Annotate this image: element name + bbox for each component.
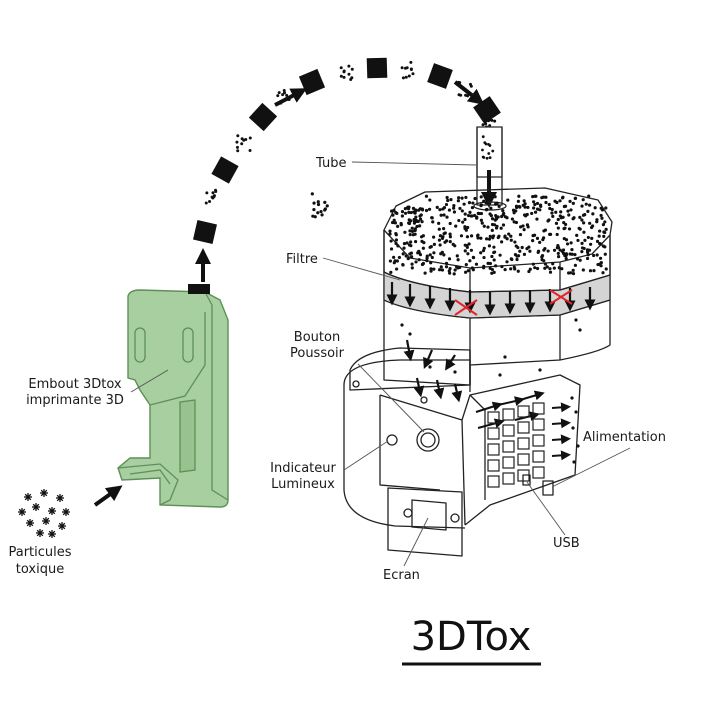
label-ecran: Ecran (383, 568, 420, 583)
label-tube: Tube (315, 156, 346, 171)
tube-segment (193, 220, 217, 244)
toxic-particle (48, 530, 56, 538)
label-embout-line2: imprimante 3D (26, 393, 124, 408)
toxic-particles (18, 489, 70, 538)
device-body (343, 127, 613, 557)
toxic-particle (40, 489, 48, 497)
vent-grille (487, 402, 545, 488)
tube-segment (211, 156, 239, 184)
particle-cluster (310, 192, 329, 219)
particle-group (204, 188, 218, 205)
label-usb: USB (553, 536, 580, 551)
toxic-particle (18, 508, 26, 516)
tube-flow-arrow (453, 80, 485, 105)
tube-segment (248, 102, 278, 132)
blocked-mark-2 (549, 289, 573, 305)
toxic-particle (36, 529, 44, 537)
label-embout-line1: Embout 3Dtox (28, 377, 121, 392)
label-indicateur-line2: Lumineux (271, 477, 335, 492)
label-particules-line1: Particules (8, 545, 71, 560)
label-filtre: Filtre (286, 252, 318, 267)
particle-group (339, 64, 354, 81)
leader-lines (130, 161, 631, 567)
push-button (416, 428, 440, 452)
lid-particles (388, 194, 608, 377)
usb-port (522, 474, 531, 486)
tube-pipe (476, 126, 503, 178)
diagram-title: 3DTox (411, 614, 532, 660)
led-indicator (386, 434, 398, 446)
label-alimentation: Alimentation (583, 430, 666, 445)
power-port (542, 480, 554, 496)
toxic-particle (48, 507, 56, 515)
tube-airflow-path (193, 57, 503, 244)
tube-segment (427, 63, 453, 89)
mouthpiece-3d-printed (117, 284, 229, 508)
particle-group (400, 60, 415, 80)
filter-blocked-marks (454, 289, 573, 316)
toxic-particle (42, 517, 50, 525)
flow-arrows (386, 282, 596, 464)
toxic-particle (32, 503, 40, 511)
inflow-arrow (93, 485, 123, 507)
label-particules-line2: toxique (16, 562, 64, 577)
tube-segment (298, 68, 326, 96)
label-indicateur-line1: Indicateur (270, 461, 336, 476)
label-bouton-line1: Bouton (294, 330, 340, 345)
toxic-particle (26, 519, 34, 527)
toxic-particle (56, 494, 64, 502)
tube-flow-arrow (274, 88, 308, 107)
toxic-particle (62, 508, 70, 516)
blocked-mark-1 (454, 299, 478, 316)
toxic-particle (24, 493, 32, 501)
particle-group (235, 134, 252, 153)
toxic-particle (58, 522, 66, 530)
label-bouton-line2: Poussoir (290, 346, 345, 361)
tube-segment (366, 57, 388, 79)
